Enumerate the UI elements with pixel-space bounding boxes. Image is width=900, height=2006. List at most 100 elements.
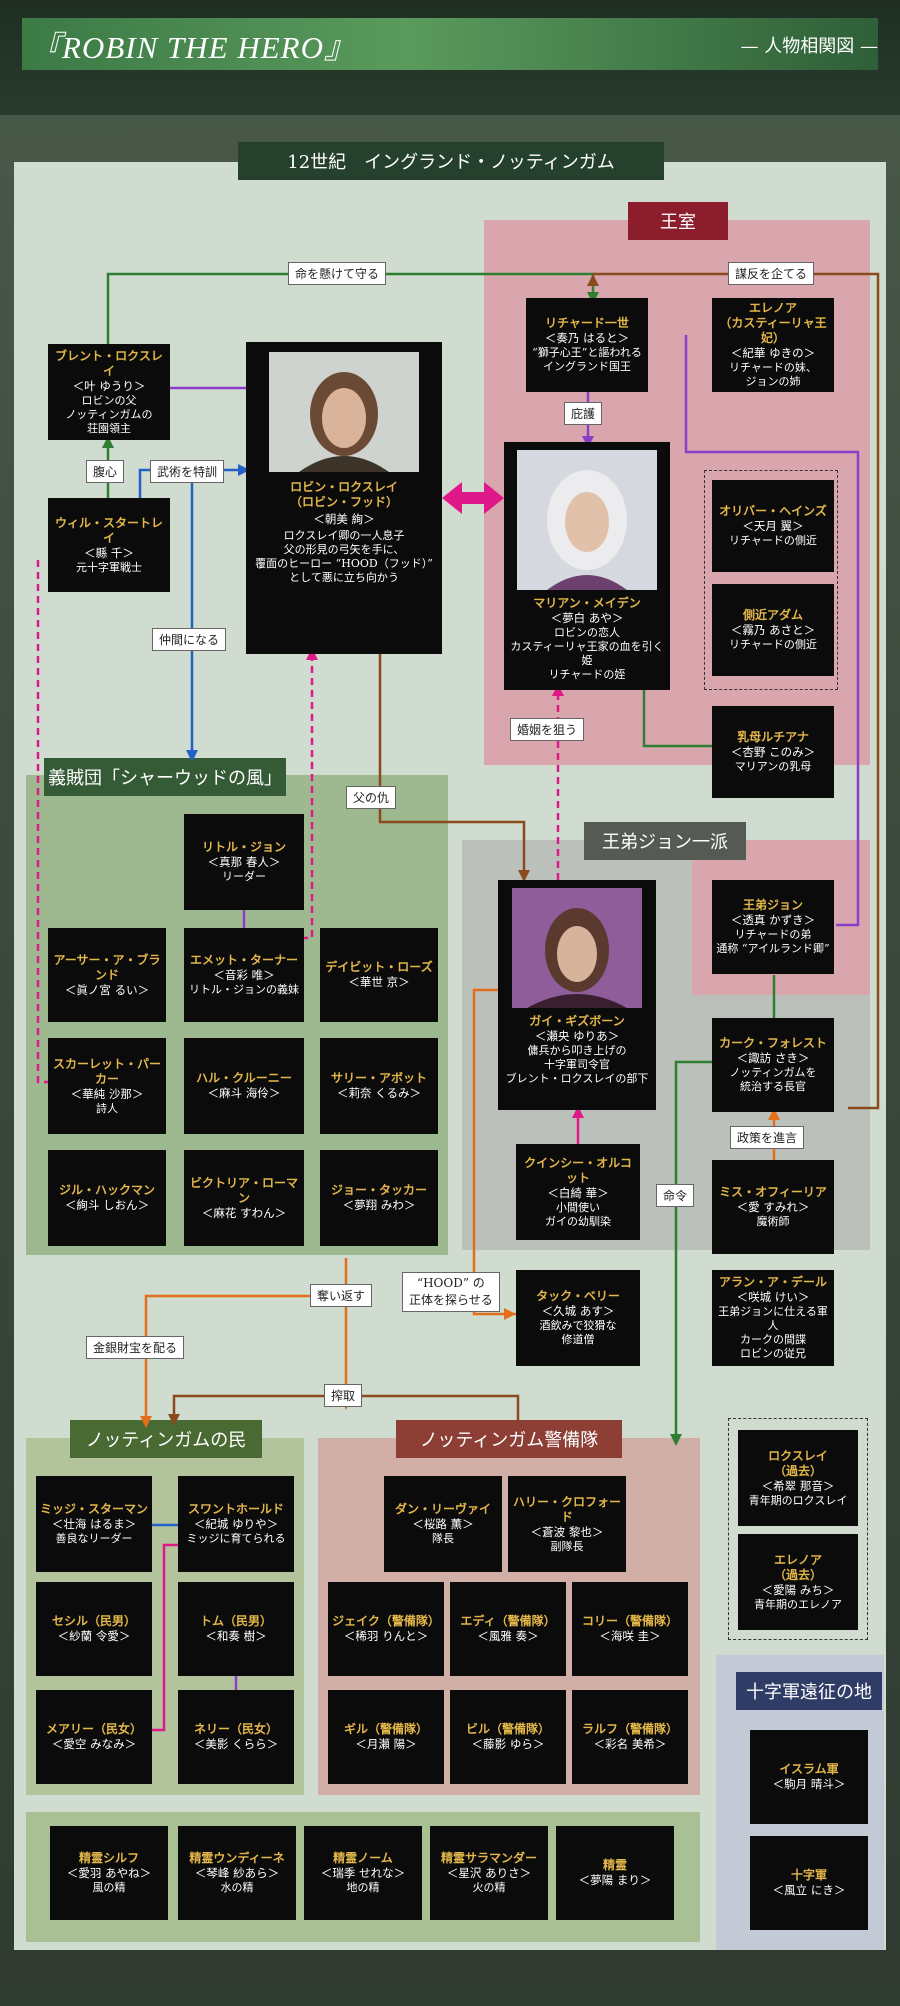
band-7-name: ジル・ハックマン (58, 1183, 155, 1197)
card-guard-0[interactable]: ダン・リーヴァイ ＜桜路 薫＞ 隊長 (384, 1476, 502, 1572)
card-crusade-1[interactable]: 十字軍 ＜風立 にき＞ (750, 1836, 868, 1930)
era-label: 12世紀 イングランド・ノッティンガム (238, 142, 664, 180)
card-people-3[interactable]: トム（民男） ＜和奏 樹＞ (178, 1582, 294, 1676)
card-ophelia[interactable]: ミス・オフィーリア ＜愛 すみれ＞ 魔術師 (712, 1160, 834, 1254)
will-desc: 元十字軍戦士 (76, 560, 142, 574)
card-guard-2[interactable]: ジェイク（警備隊） ＜稀羽 りんと＞ (328, 1582, 444, 1676)
tag-order: 命令 (656, 1184, 695, 1207)
past-0-actor: ＜希翠 那音＞ (761, 1478, 835, 1493)
card-alan[interactable]: アラン・ア・デール ＜咲城 けい＞ 王弟ジョンに仕える軍人 カークの間諜 ロビン… (712, 1270, 834, 1366)
card-spirit-3[interactable]: 精霊サラマンダー ＜星沢 ありさ＞ 火の精 (430, 1826, 548, 1920)
card-eleanor[interactable]: エレノア （カスティーリャ王妃） ＜紀華 ゆきの＞ リチャードの妹、 ジョンの姉 (712, 298, 834, 392)
card-adam[interactable]: 側近アダム ＜霧乃 あさと＞ リチャードの側近 (712, 584, 834, 676)
card-band-1[interactable]: アーサー・ア・ブランド ＜眞ノ宮 るい＞ (48, 928, 166, 1022)
card-people-2[interactable]: セシル（民男） ＜紗蘭 令愛＞ (36, 1582, 152, 1676)
band-3-actor: ＜華世 京＞ (348, 975, 410, 989)
band-0-desc: リーダー (222, 870, 266, 883)
band-6-actor: ＜莉奈 くるみ＞ (337, 1086, 421, 1100)
line-revenge (378, 654, 526, 876)
spirit-4-name: 精霊 (602, 1858, 627, 1872)
card-richard[interactable]: リチャード一世 ＜奏乃 はると＞ “獅子心王”と謳われる イングランド国王 (526, 298, 648, 392)
band-0-actor: ＜真那 春人＞ (207, 855, 281, 869)
band-9-actor: ＜夢翔 みわ＞ (342, 1198, 416, 1212)
people-4-actor: ＜愛空 みなみ＞ (51, 1737, 137, 1751)
card-oliver[interactable]: オリバー・ヘインズ ＜天月 翼＞ リチャードの側近 (712, 480, 834, 572)
guy-desc-3: ブレント・ロクスレイの部下 (505, 1072, 649, 1085)
eleanor-actor: ＜紀華 ゆきの＞ (730, 346, 816, 360)
people-label: ノッティンガムの民 (70, 1420, 262, 1458)
robin-portrait (269, 352, 419, 472)
tag-advice: 政策を進言 (730, 1126, 805, 1149)
richard-desc-2: イングランド国王 (543, 360, 631, 373)
card-people-5[interactable]: ネリー（民女） ＜美影 くらら＞ (178, 1690, 294, 1784)
card-people-1[interactable]: スワントホールド ＜紀城 ゆりや＞ ミッジに育てられる (178, 1476, 294, 1572)
quincy-desc-1: 小間使い (556, 1200, 600, 1214)
crusade-1-name: 十字軍 (790, 1868, 827, 1882)
card-robin[interactable]: ロビン・ロクスレイ （ロビン・フッド） ＜朝美 絢＞ ロクスレイ卿の一人息子 父… (246, 342, 442, 654)
card-nurse[interactable]: 乳母ルチアナ ＜杏野 このみ＞ マリアンの乳母 (712, 706, 834, 798)
crusade-label: 十字軍遠征の地 (736, 1672, 882, 1710)
card-spirit-1[interactable]: 精霊ウンディーネ ＜琴峰 紗あら＞ 水の精 (178, 1826, 296, 1920)
guy-desc-1: 傭兵から叩き上げの (527, 1044, 627, 1057)
line-robin-emmet (304, 654, 314, 940)
ophelia-actor: ＜愛 すみれ＞ (736, 1200, 810, 1214)
card-guard-4[interactable]: コリー（警備隊） ＜海咲 圭＞ (572, 1582, 688, 1676)
card-band-2[interactable]: エメット・ターナー ＜音彩 唯＞ リトル・ジョンの義妹 (184, 928, 304, 1022)
card-band-8[interactable]: ビクトリア・ローマン ＜麻花 すわん＞ (184, 1150, 304, 1246)
people-2-name: セシル（民男） (51, 1614, 136, 1628)
robin-desc-1: ロクスレイ卿の一人息子 (283, 529, 405, 542)
card-people-4[interactable]: メアリー（民女） ＜愛空 みなみ＞ (36, 1690, 152, 1784)
card-john[interactable]: 王弟ジョン ＜透真 かずき＞ リチャードの弟 通称 “アイルランド卿” (712, 880, 834, 974)
band-5-name: ハル・クルーニー (196, 1071, 292, 1085)
card-tuck[interactable]: タック・ベリー ＜久城 あす＞ 酒飲みで狡猾な 修道僧 (516, 1270, 640, 1366)
card-spirit-0[interactable]: 精霊シルフ ＜愛羽 あやね＞ 風の精 (50, 1826, 168, 1920)
guard-3-actor: ＜風雅 奏＞ (477, 1629, 539, 1643)
card-past-1[interactable]: エレノア （過去） ＜愛陽 みち＞ 青年期のエレノア (738, 1534, 858, 1630)
tag-marriage: 婚姻を狙う (510, 718, 585, 741)
card-people-0[interactable]: ミッジ・スターマン ＜壮海 はるま＞ 善良なリーダー (36, 1476, 152, 1572)
people-4-name: メアリー（民女） (45, 1722, 142, 1736)
marian-desc-2: カスティーリャ王家の血を引く姫 (510, 640, 664, 667)
tag-hood-line1: “HOOD” の (416, 1276, 485, 1290)
band-1-name: アーサー・ア・ブランド (53, 952, 161, 982)
card-kirk[interactable]: カーク・フォレスト ＜諏訪 さき＞ ノッティンガムを 統治する長官 (712, 1018, 834, 1112)
spirit-0-actor: ＜愛羽 あやね＞ (66, 1866, 152, 1880)
guard-3-name: エディ（警備隊） (460, 1614, 556, 1628)
card-band-3[interactable]: デイビット・ローズ ＜華世 京＞ (320, 928, 438, 1022)
richard-name: リチャード一世 (545, 316, 629, 330)
alan-desc-3: ロビンの従兄 (740, 1347, 806, 1360)
card-guard-6[interactable]: ビル（警備隊） ＜藤影 ゆら＞ (450, 1690, 566, 1784)
kirk-desc-1: ノッティンガムを (729, 1066, 817, 1079)
card-band-4[interactable]: スカーレット・パーカー ＜華純 沙那＞ 詩人 (48, 1038, 166, 1134)
card-past-0[interactable]: ロクスレイ （過去） ＜希翠 那音＞ 青年期のロクスレイ (738, 1430, 858, 1526)
guy-portrait (512, 888, 642, 1008)
past-0-desc: 青年期のロクスレイ (748, 1493, 848, 1507)
line-hood (472, 988, 516, 1316)
card-will[interactable]: ウィル・スタートレイ ＜縣 千＞ 元十字軍戦士 (48, 498, 170, 592)
card-band-0[interactable]: リトル・ジョン ＜真那 春人＞ リーダー (184, 814, 304, 910)
card-quincy[interactable]: クインシー・オルコット ＜白綺 華＞ 小間使い ガイの幼馴染 (516, 1144, 640, 1240)
card-band-5[interactable]: ハル・クルーニー ＜麻斗 海伶＞ (184, 1038, 304, 1134)
band-9-name: ジョー・タッカー (330, 1183, 427, 1197)
eleanor-desc-2: ジョンの姉 (745, 375, 801, 388)
line-will-scarlet (36, 560, 50, 1084)
card-marian[interactable]: マリアン・メイデン ＜夢白 あや＞ ロビンの恋人 カスティーリャ王家の血を引く姫… (504, 442, 670, 690)
people-3-actor: ＜和奏 樹＞ (205, 1629, 267, 1643)
card-band-7[interactable]: ジル・ハックマン ＜絢斗 しおん＞ (48, 1150, 166, 1246)
marian-actor: ＜夢白 あや＞ (550, 611, 624, 625)
card-guard-1[interactable]: ハリー・クロフォード ＜蒼波 黎也＞ 副隊長 (508, 1476, 626, 1572)
card-guard-3[interactable]: エディ（警備隊） ＜風雅 奏＞ (450, 1582, 566, 1676)
card-guy[interactable]: ガイ・ギズボーン ＜瀬央 ゆりあ＞ 傭兵から叩き上げの 十字軍司令官 ブレント・… (498, 880, 656, 1110)
card-spirit-2[interactable]: 精霊ノーム ＜瑞季 せれな＞ 地の精 (304, 1826, 422, 1920)
marian-name: マリアン・メイデン (533, 596, 641, 610)
card-brent[interactable]: ブレント・ロクスレイ ＜叶 ゆうり＞ ロビンの父 ノッティンガムの 荘園領主 (48, 344, 170, 440)
card-guard-5[interactable]: ギル（警備隊） ＜月瀬 陽＞ (328, 1690, 444, 1784)
card-crusade-0[interactable]: イスラム軍 ＜駒月 晴斗＞ (750, 1730, 868, 1824)
card-band-9[interactable]: ジョー・タッカー ＜夢翔 みわ＞ (320, 1150, 438, 1246)
spirit-2-actor: ＜瑞季 せれな＞ (320, 1866, 406, 1880)
card-spirit-4[interactable]: 精霊 ＜夢陽 まり＞ (556, 1826, 674, 1920)
card-band-6[interactable]: サリー・アボット ＜莉奈 くるみ＞ (320, 1038, 438, 1134)
card-guard-7[interactable]: ラルフ（警備隊） ＜彩名 美希＞ (572, 1690, 688, 1784)
crusade-0-actor: ＜駒月 晴斗＞ (772, 1777, 846, 1791)
robin-desc-4: として悪に立ち向かう (289, 571, 399, 584)
